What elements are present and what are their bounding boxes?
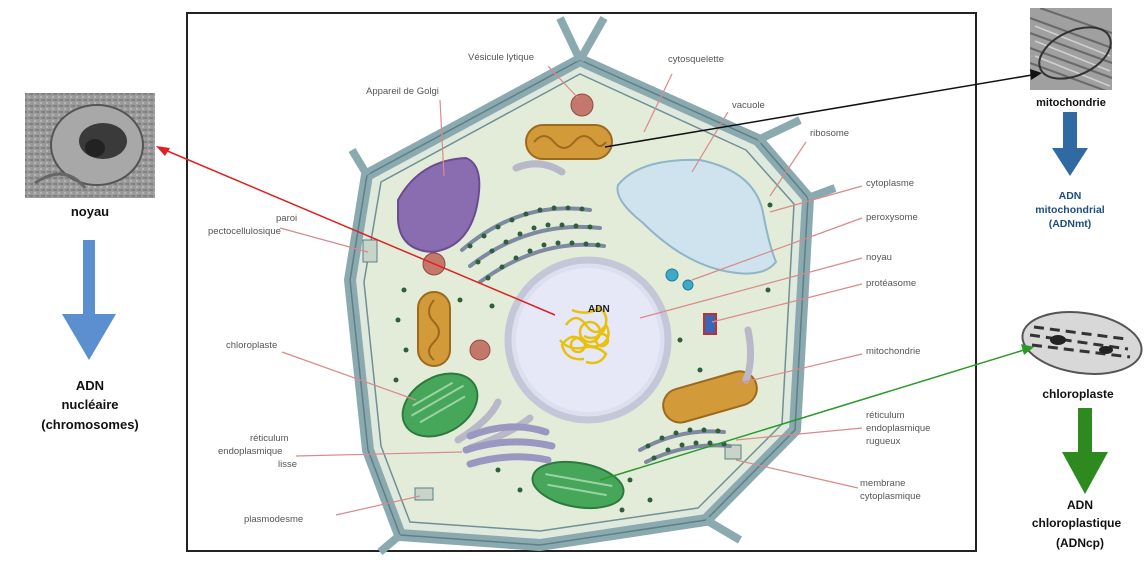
right-top-arrow — [1052, 112, 1088, 176]
label-peroxysome: peroxysome — [866, 212, 918, 224]
label-proteasome: protéasome — [866, 278, 916, 290]
label-reticulum-rugueux-1: réticulum — [866, 410, 905, 422]
label-membrane-2: cytoplasmique — [860, 491, 921, 503]
label-noyau: noyau — [866, 252, 892, 264]
label-reticulum-lisse-3: lisse — [278, 459, 297, 471]
green-pointer-head — [1021, 344, 1034, 355]
plasmodesma-2 — [415, 488, 433, 500]
proteasome — [704, 314, 716, 334]
label-plasmodesme: plasmodesme — [244, 514, 303, 526]
label-reticulum-lisse-2: endoplasmique — [218, 446, 282, 458]
vesicle-3 — [470, 340, 490, 360]
mitochondrion-left — [418, 292, 450, 366]
peroxisome-1 — [666, 269, 678, 281]
label-vacuole: vacuole — [732, 100, 765, 112]
label-paroi-line-2: pectocellulosique — [208, 226, 281, 238]
label-reticulum-rugueux-3: rugueux — [866, 436, 900, 448]
right-bottom-arrow — [1062, 408, 1108, 494]
label-golgi: Appareil de Golgi — [366, 86, 439, 98]
label-paroi-line-1: paroi — [276, 213, 297, 225]
label-reticulum-rugueux-2: endoplasmique — [866, 423, 930, 435]
label-reticulum-lisse-1: réticulum — [250, 433, 289, 445]
label-membrane-1: membrane — [860, 478, 905, 490]
left-blue-arrow — [62, 240, 116, 360]
mitochondrion-top — [526, 125, 612, 159]
label-cytosquelette: cytosquelette — [668, 54, 724, 66]
label-mitochondrie: mitochondrie — [866, 346, 920, 358]
lytic-vesicle — [571, 94, 593, 116]
label-chloroplaste: chloroplaste — [226, 340, 277, 352]
black-pointer-head — [1030, 69, 1042, 80]
red-pointer-head — [156, 146, 170, 156]
label-vesicule-lytique: Vésicule lytique — [468, 52, 534, 64]
peroxisome-2 — [683, 280, 693, 290]
label-ribosome: ribosome — [810, 128, 849, 140]
dna-center-label: ADN — [588, 304, 610, 315]
label-cytoplasme: cytoplasme — [866, 178, 914, 190]
